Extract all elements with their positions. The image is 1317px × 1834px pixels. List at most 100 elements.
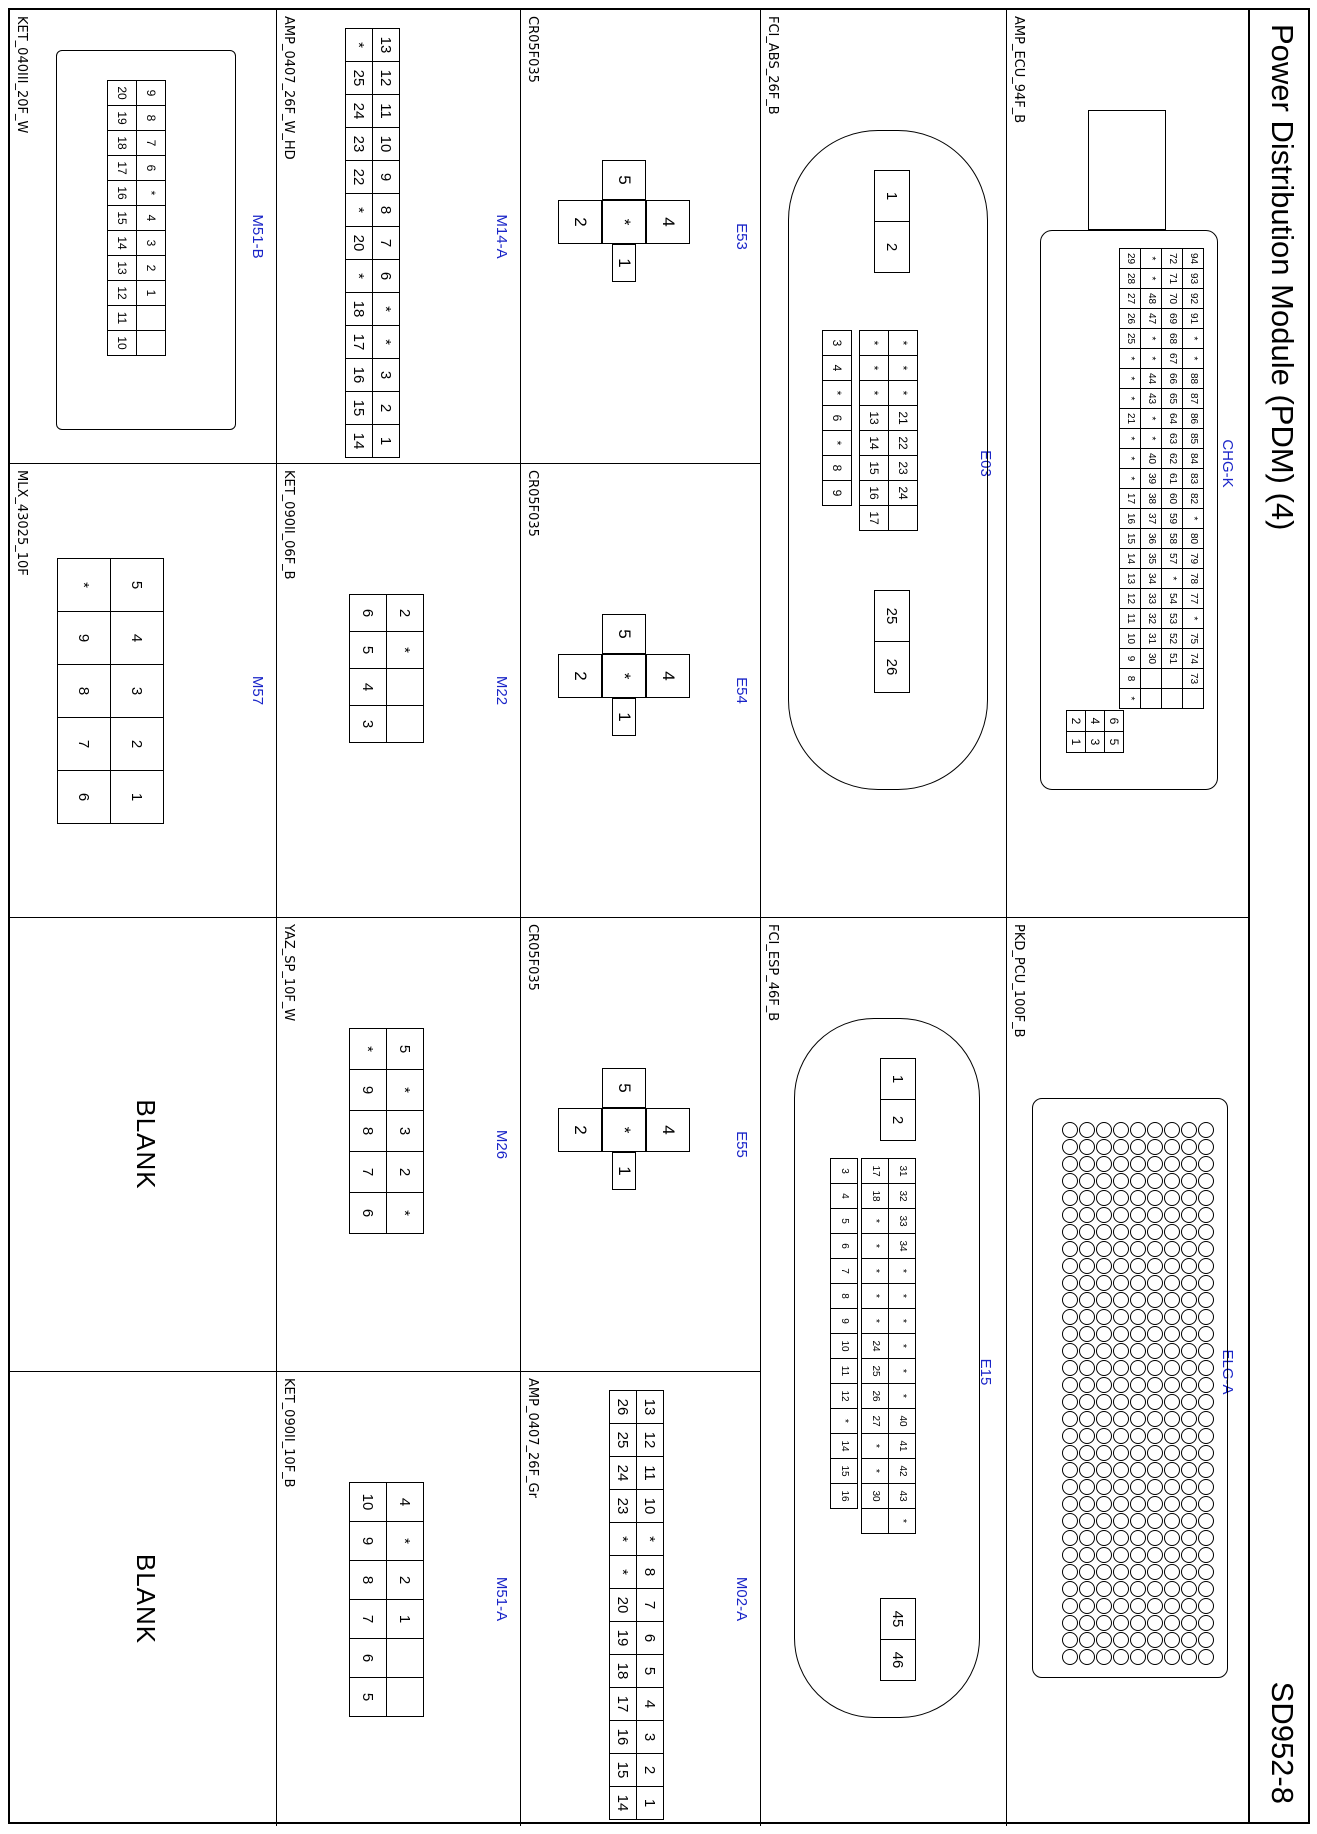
pin-cell: 5	[350, 1678, 386, 1716]
pin-cell: 51	[1162, 649, 1182, 668]
pin-cell: 70	[1162, 289, 1182, 308]
pin-circle	[1164, 1343, 1180, 1359]
pin-circle	[1181, 1224, 1197, 1240]
connector-type: PKD_PCU_100F_B	[1011, 924, 1026, 1038]
pin-circle	[1079, 1326, 1095, 1342]
pin-circle	[1096, 1598, 1112, 1614]
pin-cell: 25	[610, 1424, 636, 1456]
pin-cell: 32	[1141, 609, 1161, 628]
pin-cell: *	[1141, 269, 1161, 288]
pin-cell: 9	[373, 161, 399, 193]
pin-circle	[1198, 1122, 1214, 1138]
pin-circle	[1096, 1309, 1112, 1325]
pin-circle	[1147, 1513, 1163, 1529]
pin-cell: 3	[387, 1111, 423, 1151]
pin-circle	[1164, 1479, 1180, 1495]
pin-cell: 82	[1183, 489, 1203, 508]
pin-circle	[1062, 1224, 1078, 1240]
pin-circle	[1113, 1598, 1129, 1614]
pin-cell: 25	[346, 62, 372, 94]
pin-circle	[1181, 1343, 1197, 1359]
pin-cell: 6	[58, 771, 110, 823]
page-title: Power Distribution Module (PDM) (4)	[1265, 24, 1300, 531]
pin-cell: 14	[860, 431, 888, 455]
pin-cell: *	[1141, 329, 1161, 348]
pin-circle	[1079, 1581, 1095, 1597]
pin-circle	[1147, 1445, 1163, 1461]
pin-circle	[1130, 1394, 1146, 1410]
pin-circle	[1147, 1343, 1163, 1359]
pin-circle	[1130, 1411, 1146, 1427]
pin-circle	[1079, 1547, 1095, 1563]
pin-circle	[1062, 1156, 1078, 1172]
pin-circle	[1147, 1224, 1163, 1240]
pin-circle	[1198, 1156, 1214, 1172]
pin-cell: 16	[346, 359, 372, 391]
pin-cell: 11	[108, 306, 136, 330]
pin-cell: 41	[889, 1434, 915, 1458]
pin-cell: 13	[373, 29, 399, 61]
pin-circle	[1198, 1275, 1214, 1291]
pin-circle	[1147, 1173, 1163, 1189]
pin-cell: 47	[1141, 309, 1161, 328]
pin-cell: 6	[350, 595, 386, 631]
pin-cell: 14	[831, 1434, 857, 1458]
pin-cell: 27	[1120, 289, 1140, 308]
pin-circle	[1147, 1139, 1163, 1155]
pin-cell: 86	[1183, 409, 1203, 428]
pin-circle	[1198, 1207, 1214, 1223]
pin-circle	[1130, 1445, 1146, 1461]
pin-cell: 91	[1183, 309, 1203, 328]
pin-circle	[1096, 1530, 1112, 1546]
pin-cell: *	[346, 29, 372, 61]
pin-circle	[1113, 1258, 1129, 1274]
pin-cell: 9	[350, 1522, 386, 1560]
pin-cell: 69	[1162, 309, 1182, 328]
pin-cell: 59	[1162, 509, 1182, 528]
pin-cell: 15	[610, 1754, 636, 1786]
pin-cell: 67	[1162, 349, 1182, 368]
pin-circle	[1147, 1292, 1163, 1308]
pin-cell: 31	[889, 1159, 915, 1183]
pin-cell	[889, 506, 917, 530]
pin-cell: 14	[610, 1787, 636, 1819]
pin-circle	[1198, 1343, 1214, 1359]
pin-circle	[1062, 1445, 1078, 1461]
pin-cell	[1141, 689, 1161, 708]
pin-cell: 10	[1120, 629, 1140, 648]
pin-circle	[1181, 1428, 1197, 1444]
pin-circle	[1181, 1139, 1197, 1155]
connector-type: KET_090II_06F_B	[281, 470, 296, 580]
pin-cell: 4	[831, 1184, 857, 1208]
pin-circle	[1062, 1326, 1078, 1342]
pin-circle	[1113, 1275, 1129, 1291]
pin-circle	[1079, 1496, 1095, 1512]
pin-circle	[1062, 1292, 1078, 1308]
pin-cell: 17	[346, 326, 372, 358]
pin-cell: 2	[558, 200, 602, 244]
pin-cell: *	[1120, 349, 1140, 368]
pin-circle	[1113, 1632, 1129, 1648]
pin-cell: 5	[602, 1068, 646, 1108]
pin-circle	[1147, 1530, 1163, 1546]
pin-cell	[1162, 689, 1182, 708]
pin-cell: 3	[137, 231, 165, 255]
connector-type: CR05F035	[525, 470, 540, 537]
pin-circle	[1079, 1530, 1095, 1546]
pin-circle	[1113, 1530, 1129, 1546]
pin-circle	[1164, 1615, 1180, 1631]
connector-type: AMP_0407_26F_W_HD	[281, 16, 296, 160]
connector-id: CHG-K	[1219, 439, 1236, 488]
pin-cell: 8	[58, 665, 110, 717]
pin-cell: 1	[387, 1600, 423, 1638]
pin-cell: 5	[111, 559, 163, 611]
pin-cell: 84	[1183, 449, 1203, 468]
pin-circle	[1147, 1156, 1163, 1172]
pin-cell: *	[1141, 409, 1161, 428]
pin-circle	[1079, 1275, 1095, 1291]
